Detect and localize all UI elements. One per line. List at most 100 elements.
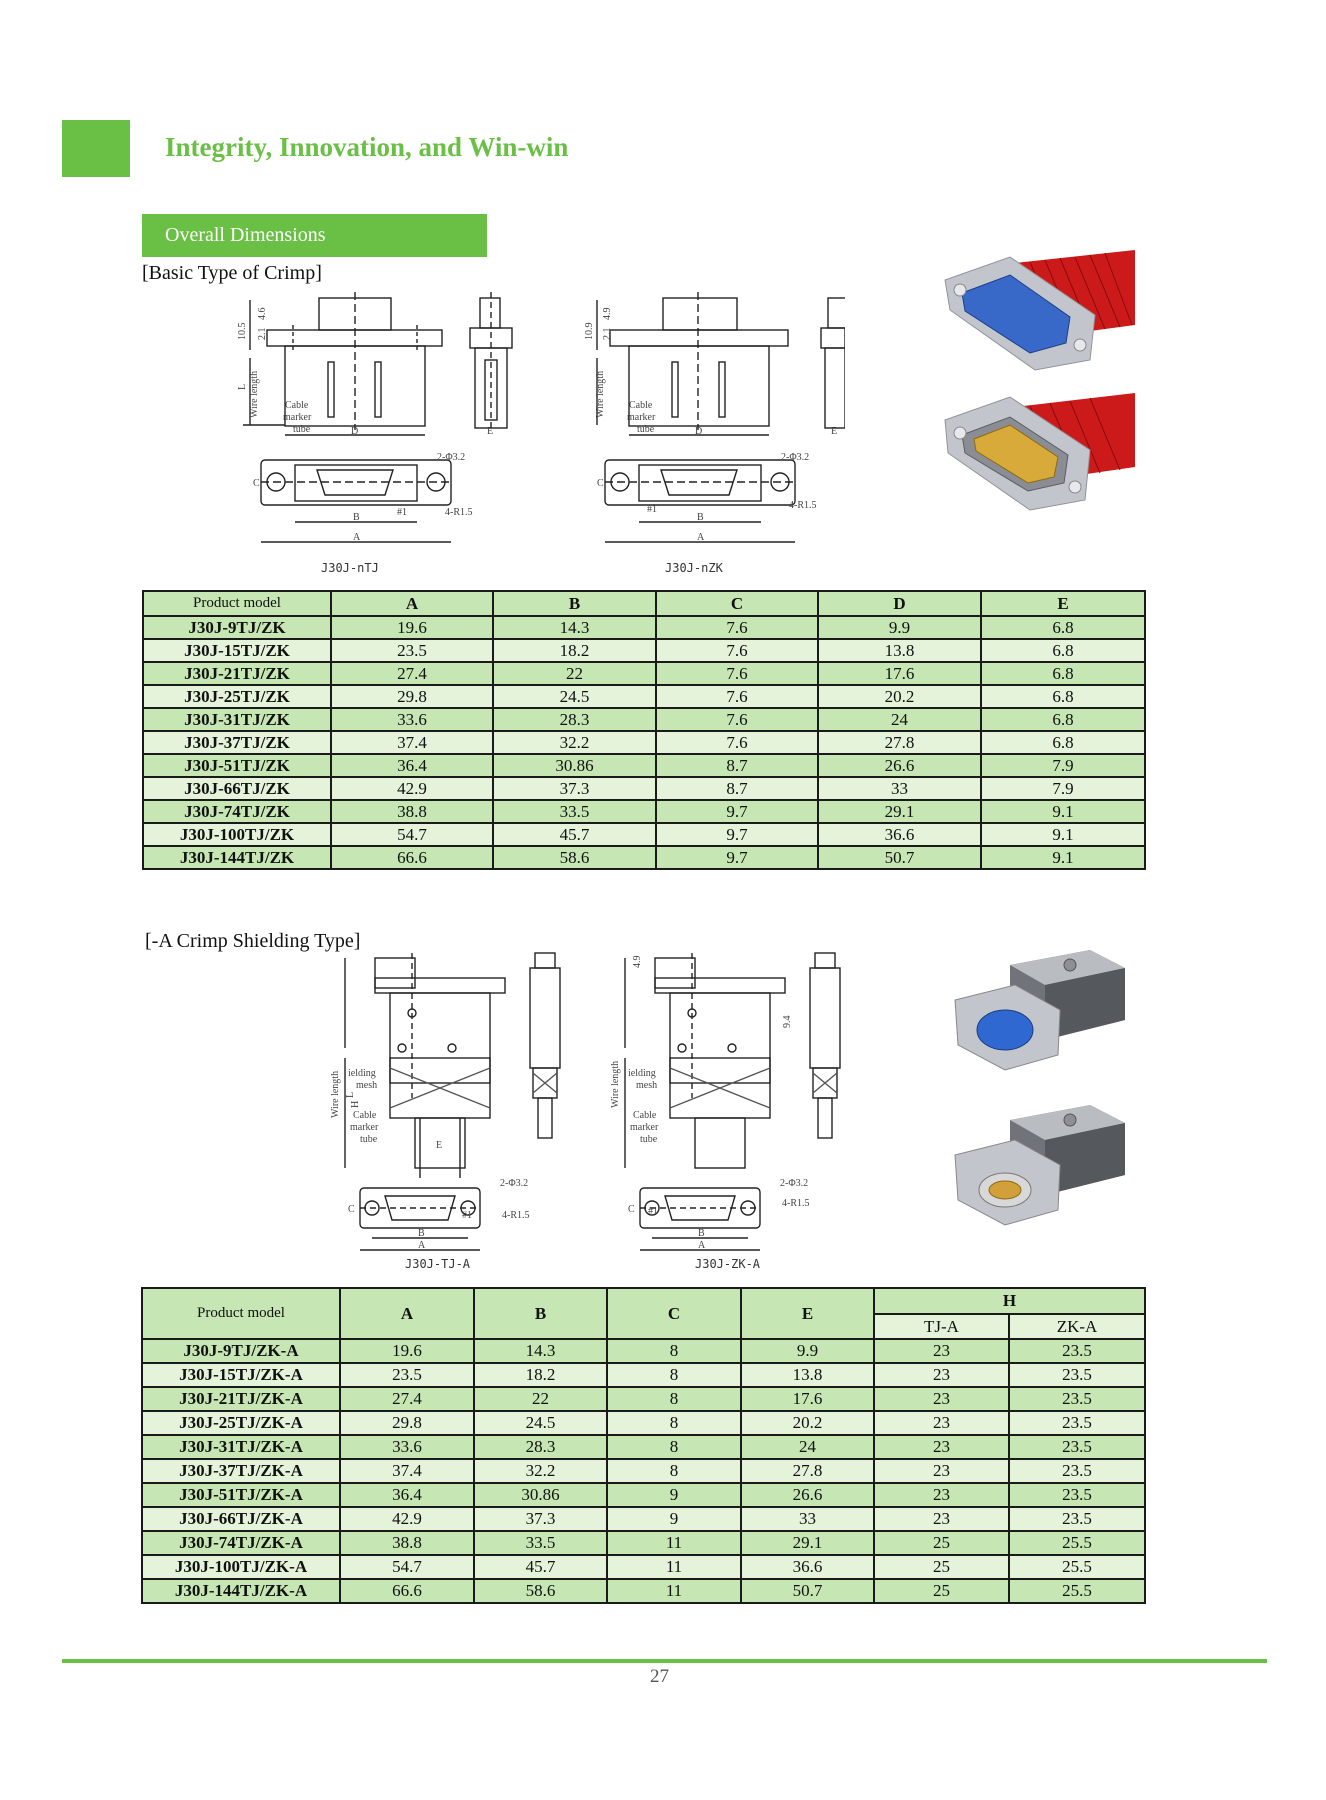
value-cell: 24.5 [492,684,657,709]
value-cell: 38.8 [330,799,494,824]
radius-label: 4-R1.5 [445,507,473,518]
product-model-cell: J30J-25TJ/ZK [142,684,332,709]
value-cell: 22 [492,661,657,686]
value-cell: 7.6 [655,684,819,709]
dim-label: E [487,426,493,437]
dim-label: A [353,532,361,543]
marker-label: marker [283,412,312,423]
value-cell: 23.5 [339,1362,475,1388]
product-model-cell: J30J-100TJ/ZK [142,822,332,847]
column-header: Product model [141,1287,341,1340]
value-cell: 8 [606,1434,742,1460]
value-cell: 24.5 [473,1410,608,1436]
value-cell: 8.7 [655,753,819,778]
value-cell: 8 [606,1362,742,1388]
column-header: A [330,590,494,617]
value-cell: 9.1 [980,822,1146,847]
value-cell: 14.3 [473,1338,608,1364]
value-cell: 11 [606,1578,742,1604]
dim-label: B [698,1228,705,1239]
column-header: C [606,1287,742,1340]
value-cell: 23 [873,1362,1010,1388]
connector-image-plug [944,393,1135,511]
shield-drawing: H Wire length L ielding mesh Cable marke… [330,952,841,1271]
column-header: E [740,1287,875,1340]
table-header-row: Product model A B C E H [141,1287,1147,1340]
section-title-bar: Overall Dimensions [142,214,487,257]
value-cell: 20.2 [740,1410,875,1436]
value-cell: 33 [740,1506,875,1532]
footer-divider [62,1659,1267,1663]
value-cell: 23 [873,1434,1010,1460]
value-cell: 7.6 [655,661,819,686]
marker-label: marker [630,1122,659,1133]
product-model-cell: J30J-25TJ/ZK-A [141,1410,341,1436]
value-cell: 32.2 [492,730,657,755]
column-subheader: TJ-A [873,1313,1010,1340]
tube-label: tube [360,1134,378,1145]
cable-label: Cable [629,400,653,411]
value-cell: 33.5 [492,799,657,824]
value-cell: 9.7 [655,799,819,824]
column-header: B [473,1287,608,1340]
value-cell: 6.8 [980,684,1146,709]
value-cell: 6.8 [980,661,1146,686]
radius-label: 4-R1.5 [502,1210,530,1221]
hole-label: 2-Φ3.2 [500,1178,528,1189]
value-cell: 23.5 [330,638,494,663]
value-cell: 32.2 [473,1458,608,1484]
shielding-label: ielding [628,1068,656,1079]
value-cell: 30.86 [473,1482,608,1508]
dim-label: B [418,1228,425,1239]
value-cell: 30.86 [492,753,657,778]
value-cell: 25.5 [1007,1578,1147,1604]
drawing-caption-zk: J30J-nZK [665,561,724,575]
value-cell: 36.4 [330,753,494,778]
value-cell: 38.8 [339,1530,475,1556]
radius-label: 4-R1.5 [789,500,817,511]
value-cell: 42.9 [330,776,494,801]
value-cell: 45.7 [473,1554,608,1580]
dim-label: 10.5 [237,323,248,341]
column-header: E [980,590,1146,617]
value-cell: 37.4 [339,1458,475,1484]
table-subheader-row: TJ-A ZK-A [142,1313,1147,1340]
product-model-cell: J30J-144TJ/ZK-A [141,1578,341,1604]
connector-image-socket [944,250,1135,371]
dim-label: D [695,426,702,437]
value-cell: 9.9 [817,615,982,640]
value-cell: 13.8 [740,1362,875,1388]
dim-label: C [597,478,604,489]
shield-image-plug [954,1105,1125,1226]
value-cell: 23.5 [1007,1434,1147,1460]
drawing-caption-zk-a: J30J-ZK-A [695,1257,761,1271]
value-cell: 23 [873,1410,1010,1436]
table-header-row: Product model A B C D E [142,590,1146,617]
product-model-cell: J30J-144TJ/ZK [142,845,332,870]
pin-label: #1 [647,504,657,515]
wire-length-label: Wire length [249,371,260,418]
dim-label: C [348,1204,355,1215]
basic-subtitle: [Basic Type of Crimp] [142,262,322,284]
value-cell: 66.6 [339,1578,475,1604]
page-title: Integrity, Innovation, and Win-win [165,132,569,162]
value-cell: 28.3 [473,1434,608,1460]
value-cell: 37.3 [473,1506,608,1532]
value-cell: 23.5 [1007,1482,1147,1508]
product-model-cell: J30J-51TJ/ZK-A [141,1482,341,1508]
product-model-cell: J30J-21TJ/ZK-A [141,1386,341,1412]
dim-label: D [351,426,358,437]
product-model-cell: J30J-51TJ/ZK [142,753,332,778]
dim-label: E [436,1140,442,1151]
product-model-cell: J30J-15TJ/ZK [142,638,332,663]
value-cell: 54.7 [339,1554,475,1580]
value-cell: 25 [873,1530,1010,1556]
dim-label: E [831,426,837,437]
